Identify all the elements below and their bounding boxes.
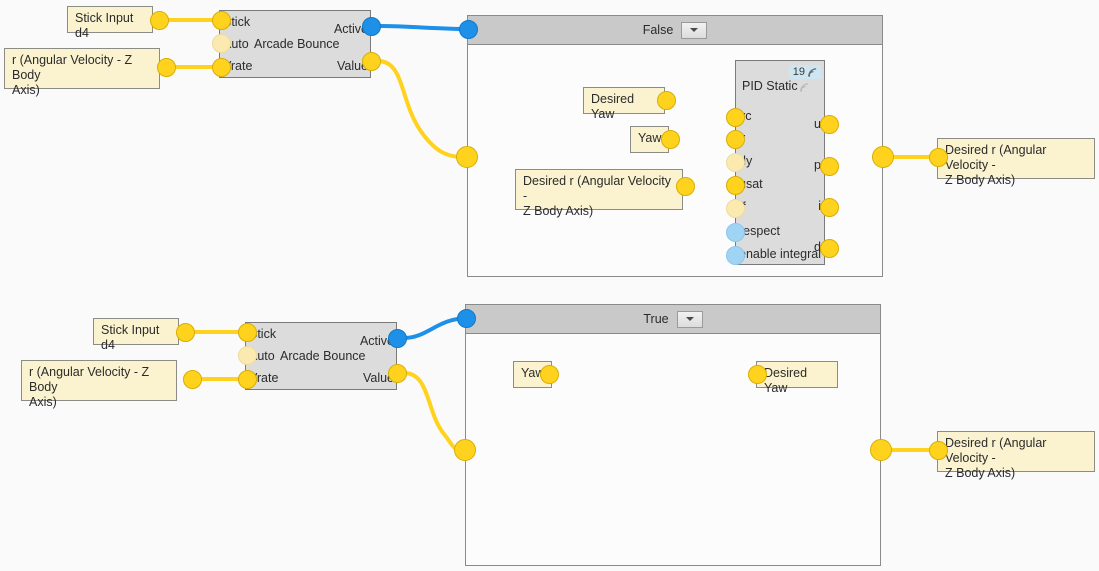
block-title-arcade-bounce-top: Arcade Bounce <box>254 37 340 51</box>
node-desired-yaw-pass-out[interactable]: Desired Yaw <box>756 361 838 395</box>
wire-value-to-panelport-bottom <box>403 371 467 452</box>
port-pid-out-p[interactable] <box>820 157 839 176</box>
port-panel-true-out-signal[interactable] <box>870 439 892 461</box>
port-arcade-bottom-in-vrate[interactable] <box>238 370 257 389</box>
pid-badge: 19 <box>788 65 821 79</box>
port-pid-out-u[interactable] <box>820 115 839 134</box>
block-title-pid-static: PID Static <box>742 79 798 93</box>
port-desired-r-out-bottom-in[interactable] <box>929 441 948 460</box>
block-arcade-bounce-top[interactable]: Arcade Bounce Stick Auto Vrate Active Va… <box>219 10 371 78</box>
pin-label-enable-integral: enable integral <box>739 247 822 261</box>
port-desired-r-in-out[interactable] <box>676 177 695 196</box>
port-panel-true-in-signal[interactable] <box>454 439 476 461</box>
port-arcade-bottom-in-auto[interactable] <box>238 346 257 365</box>
pin-label-u: u <box>814 117 821 131</box>
port-stick-input-bottom-out[interactable] <box>176 323 195 342</box>
port-arcade-bottom-out-value[interactable] <box>388 364 407 383</box>
panel-header-true: True <box>466 305 880 334</box>
node-desired-yaw-in[interactable]: Desired Yaw <box>583 87 665 121</box>
chevron-down-icon-true[interactable] <box>676 310 703 328</box>
port-arcade-top-in-stick[interactable] <box>212 11 231 30</box>
pin-label-usat: usat <box>739 177 763 191</box>
port-arcade-top-out-value[interactable] <box>362 52 381 71</box>
condition-label-true: True <box>643 312 669 326</box>
port-desired-yaw-pass-out-in[interactable] <box>748 365 767 384</box>
condition-label-false: False <box>642 23 674 37</box>
wire-active-to-panel-top <box>377 24 470 31</box>
port-arcade-top-in-auto[interactable] <box>212 34 231 53</box>
port-panel-false-in-condition[interactable] <box>459 20 478 39</box>
port-pid-out-i[interactable] <box>820 198 839 217</box>
port-pid-in-yc[interactable] <box>726 108 745 127</box>
chevron-down-icon-false[interactable] <box>681 21 708 39</box>
pin-label-i: i <box>818 199 821 213</box>
panel-header-false: False <box>468 16 882 45</box>
pin-label-d: d <box>814 240 821 254</box>
pin-label-value-top: Value <box>336 59 368 73</box>
pin-label-value-bottom: Value <box>362 371 394 385</box>
pin-label-p: p <box>814 158 821 172</box>
wire-value-to-panelport-top <box>377 59 467 159</box>
port-pid-in-y[interactable] <box>726 130 745 149</box>
port-pid-in-ff[interactable] <box>726 199 745 218</box>
port-yaw-pass-in-out[interactable] <box>540 365 559 384</box>
pin-label-respect: respect <box>739 224 780 238</box>
port-arcade-top-in-vrate[interactable] <box>212 58 231 77</box>
block-title-arcade-bounce-bottom: Arcade Bounce <box>280 349 366 363</box>
node-rate-input-top[interactable]: r (Angular Velocity - Z Body Axis) <box>4 48 160 97</box>
pid-badge-count: 19 <box>792 66 805 78</box>
port-panel-true-in-condition[interactable] <box>457 309 476 328</box>
pin-label-active-top: Active <box>333 22 368 36</box>
pin-label-active-bottom: Active <box>359 334 394 348</box>
block-pid-static[interactable]: 19 PID Static yc y dy usat ff respect en… <box>735 60 825 265</box>
port-panel-false-in-signal[interactable] <box>456 146 478 168</box>
node-stick-input-bottom[interactable]: Stick Input d4 <box>93 318 179 352</box>
port-pid-in-dy[interactable] <box>726 153 745 172</box>
port-desired-r-out-top-in[interactable] <box>929 148 948 167</box>
port-rate-input-top-out[interactable] <box>157 58 176 77</box>
signal-icon-ghost <box>799 82 810 93</box>
block-arcade-bounce-bottom[interactable]: Arcade Bounce Stick Auto Vrate Active Va… <box>245 322 397 390</box>
port-desired-yaw-in-out[interactable] <box>657 91 676 110</box>
port-pid-in-respect[interactable] <box>726 223 745 242</box>
port-arcade-bottom-in-stick[interactable] <box>238 323 257 342</box>
node-desired-r-in[interactable]: Desired r (Angular Velocity - Z Body Axi… <box>515 169 683 218</box>
port-yaw-in-out[interactable] <box>661 130 680 149</box>
node-desired-r-out-bottom[interactable]: Desired r (Angular Velocity - Z Body Axi… <box>937 431 1095 480</box>
signal-icon <box>807 67 818 78</box>
port-panel-false-out-signal[interactable] <box>872 146 894 168</box>
port-rate-input-bottom-out[interactable] <box>183 370 202 389</box>
port-pid-in-enable-integral[interactable] <box>726 246 745 265</box>
node-stick-input-top[interactable]: Stick Input d4 <box>67 6 153 40</box>
port-pid-out-d[interactable] <box>820 239 839 258</box>
node-desired-r-out-top[interactable]: Desired r (Angular Velocity - Z Body Axi… <box>937 138 1095 187</box>
port-arcade-top-out-active[interactable] <box>362 17 381 36</box>
port-pid-in-usat[interactable] <box>726 176 745 195</box>
port-stick-input-top-out[interactable] <box>150 11 169 30</box>
node-rate-input-bottom[interactable]: r (Angular Velocity - Z Body Axis) <box>21 360 177 409</box>
panel-true-branch[interactable]: True <box>465 304 881 566</box>
port-arcade-bottom-out-active[interactable] <box>388 329 407 348</box>
